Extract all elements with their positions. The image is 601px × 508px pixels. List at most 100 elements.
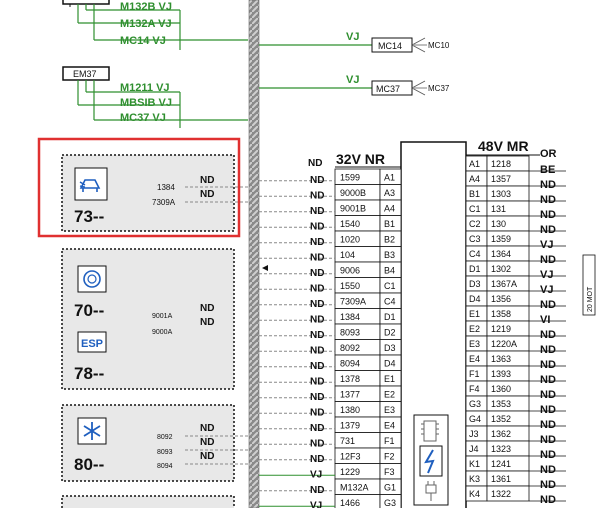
right-row-num: 1362 (491, 429, 511, 439)
left-row-pin: B1 (384, 219, 395, 229)
right-row-pin: K4 (469, 489, 480, 499)
right-row-num: 1361 (491, 474, 511, 484)
right-row-num: 1322 (491, 489, 511, 499)
harness-bar (248, 0, 260, 508)
lightning-icon (424, 449, 435, 474)
left-row-wire: ND (310, 237, 324, 248)
mc14-ref: MC10 (428, 41, 450, 50)
module-73-code: 73-- (74, 207, 104, 226)
left-row-num: 1380 (340, 405, 360, 415)
top-label-2: M132A VJ (120, 18, 172, 30)
right-row-pin: G3 (469, 399, 481, 409)
parking-sensor-icon (74, 167, 108, 201)
right-row-wire: ND (540, 299, 556, 311)
left-row-pin: D3 (384, 343, 396, 353)
right-row-pin: D1 (469, 264, 481, 274)
left-row-num: 7309A (340, 297, 366, 307)
right-row-wire: ND (540, 494, 556, 506)
left-row-num: 9006 (340, 266, 360, 276)
left-row-num: 8093 (340, 328, 360, 338)
right-row-wire: ND (540, 329, 556, 341)
plug-icon (425, 481, 437, 501)
left-row-num: 731 (340, 436, 355, 446)
left-row-wire: ND (310, 346, 324, 357)
left-row-wire: ND (310, 361, 324, 372)
right-row-wire: ND (540, 254, 556, 266)
right-row-pin: C2 (469, 219, 481, 229)
left-row-pin: E1 (384, 374, 395, 384)
mc14-wire-label: VJ (346, 31, 359, 43)
right-row-pin: D3 (469, 279, 481, 289)
left-row-num: M132A (340, 483, 369, 493)
em37-label-3: MC37 VJ (120, 112, 166, 124)
left-row-pin: B3 (384, 250, 395, 260)
right-row-num: 1323 (491, 444, 511, 454)
module-78-code: 78-- (74, 364, 104, 383)
left-row-num: 1550 (340, 281, 360, 291)
left-row-num: 1377 (340, 390, 360, 400)
right-row-wire: BE (540, 164, 555, 176)
left-row-num: 1229 (340, 467, 360, 477)
right-row-pin: J4 (469, 444, 479, 454)
right-row-wire: ND (540, 389, 556, 401)
right-row-wire: ND (540, 194, 556, 206)
left-connector-header: 32V NR (336, 151, 385, 167)
module-80-pin-1: 8092 (157, 434, 173, 441)
left-row-num: 1379 (340, 421, 360, 431)
module-70-code: 70-- (74, 301, 104, 320)
right-row-pin: K1 (469, 459, 480, 469)
right-row-pin: E1 (469, 309, 480, 319)
left-row-pin: F1 (384, 436, 395, 446)
left-row-num: 1378 (340, 374, 360, 384)
right-row-num: 1218 (491, 159, 511, 169)
left-row-wire: ND (310, 330, 324, 341)
esp-icon (77, 331, 107, 353)
right-row-pin: E3 (469, 339, 480, 349)
right-row-num: 1219 (491, 324, 511, 334)
module-73-pin-2: 7309A (152, 198, 176, 207)
module-80: 80-- 8092 8093 8094 ND ND ND (61, 404, 249, 482)
right-row-pin: C1 (469, 204, 481, 214)
right-row-wire: ND (540, 404, 556, 416)
left-row-pin: B4 (384, 266, 395, 276)
module-73-wire-1: ND (200, 175, 214, 186)
left-row-wire: ND (310, 392, 324, 403)
module-73-wire-2: ND (200, 189, 214, 200)
right-row-num: 1360 (491, 384, 511, 394)
module-70-wire-1: ND (200, 303, 214, 314)
right-row-wire: ND (540, 179, 556, 191)
module-80-wire-3: ND (200, 451, 214, 462)
em37-label-2: MBSIB VJ (120, 97, 172, 109)
left-row-wire: ND (310, 439, 324, 450)
right-row-wire: VJ (540, 239, 553, 251)
left-row-wire: ND (310, 284, 324, 295)
left-row-wire: ND (310, 408, 324, 419)
junction-arrow (262, 265, 268, 271)
module-80-wire-1: ND (200, 423, 214, 434)
module-80-code: 80-- (74, 455, 104, 474)
left-row-wire: ND (310, 454, 324, 465)
mc37-box-label: MC37 (376, 84, 400, 94)
mc14-box-label: MC14 (378, 41, 402, 51)
left-row-num: 104 (340, 250, 355, 260)
right-row-pin: J3 (469, 429, 479, 439)
right-row-pin: A1 (469, 159, 480, 169)
module-80-wire-2: ND (200, 437, 214, 448)
left-row-num: 1599 (340, 173, 360, 183)
side-label: 20 MOT (587, 286, 594, 312)
left-row-pin: A4 (384, 204, 395, 214)
right-row-wire: ND (540, 449, 556, 461)
left-row-num: 1020 (340, 235, 360, 245)
left-row-pin: A3 (384, 188, 395, 198)
right-row-wire: ND (540, 374, 556, 386)
brake-warning-icon (77, 265, 107, 293)
right-row-num: 1356 (491, 294, 511, 304)
left-row-pin: E4 (384, 421, 395, 431)
right-row-pin: F1 (469, 369, 480, 379)
module-next-partial (61, 495, 235, 508)
right-row-num: 130 (491, 219, 506, 229)
left-row-pin: B2 (384, 235, 395, 245)
